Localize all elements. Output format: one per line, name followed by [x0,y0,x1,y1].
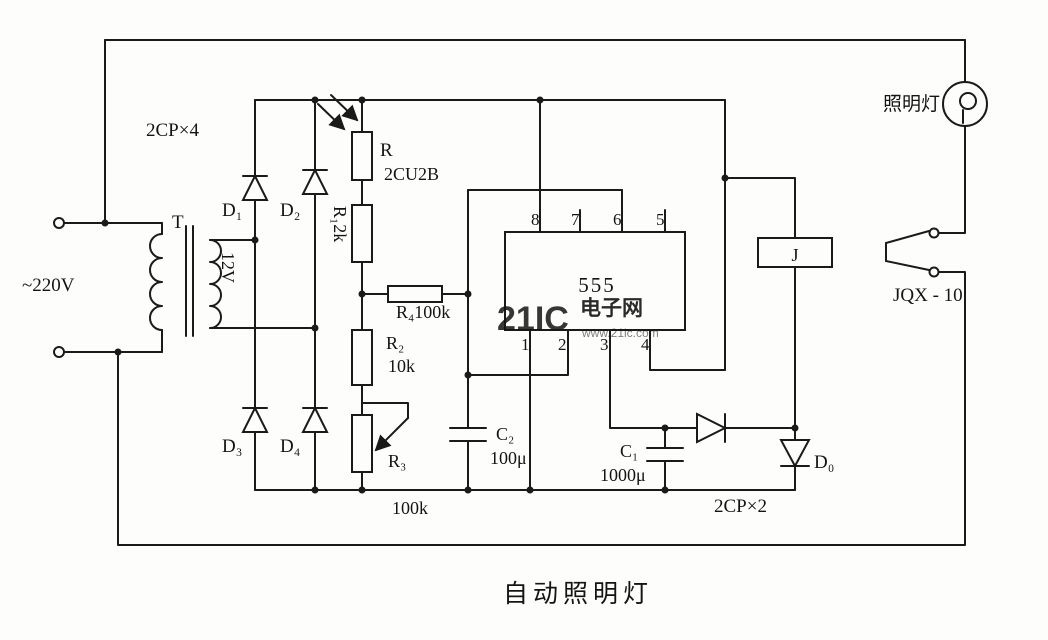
label-pin-1: 1 [521,335,530,354]
label-pin-4: 4 [641,335,650,354]
label-pin-6: 6 [613,210,622,229]
label-lamp: 照明灯 [883,93,940,115]
label-r4: R₄100k [396,302,450,322]
label-output-diodes-group: 2CP×2 [714,496,767,517]
label-r3-value: 100k [392,498,428,518]
label-ac-input: ~220V [22,275,75,296]
capacitor-c1 [646,447,684,462]
label-ic-555: 555 [578,273,616,297]
wiper-arrow [374,417,409,452]
light-arrow [317,103,346,131]
light-arrow [330,94,359,122]
label-pin-2: 2 [558,335,567,354]
filament [959,92,977,110]
label-r3: R₃ [388,451,406,471]
diode-d0 [779,439,811,469]
secondary-coil [209,239,222,329]
capacitor-c2 [449,427,487,442]
diode-d3 [241,405,269,433]
ac-terminal-top [53,217,65,229]
label-c2: C₂ [496,424,514,444]
diode-d2 [301,167,329,195]
potentiometer-r3 [351,414,409,473]
label-rectifier-group: 2CP×4 [146,120,199,141]
label-d1: D₁ [222,200,242,221]
label-c1: C₁ [620,441,638,461]
watermark-brand: 21IC [497,300,569,338]
bridge-column-wires [209,99,316,491]
label-transformer: T [172,212,184,233]
label-d0: D₀ [814,452,834,473]
relay-contacts [885,227,940,278]
junction-dots [101,96,799,494]
ac-terminal-bottom [53,346,65,358]
relay-coil-box [757,237,833,268]
lamp-symbol [942,81,988,127]
resistor-r1 [351,204,373,263]
label-r2-value: 10k [388,356,415,376]
label-pin-5: 5 [656,210,665,229]
label-relay-model: JQX - 10 [893,285,963,306]
label-pin-7: 7 [571,210,580,229]
label-d3: D₃ [222,436,242,457]
contact-terminal [928,227,940,239]
mains-loop-wires [63,39,966,546]
dc-rail-wires [254,99,796,491]
label-secondary-voltage: 12V [218,252,238,283]
timer-wires [467,99,796,491]
label-c1-value: 1000μ [600,465,646,485]
label-c2-value: 100μ [490,448,527,468]
diode-d4 [301,405,329,433]
resistor-r2 [351,329,373,386]
resistor-r4 [387,285,443,303]
label-photoresistor-ref: R [380,140,393,161]
watermark: 21IC 电子网 www.21ic.com [497,297,659,340]
contact-terminal [928,266,940,278]
diode-d1 [241,173,269,201]
label-d4: D₄ [280,436,300,457]
diode-d5 [696,412,728,444]
label-photoresistor-type: 2CU2B [384,164,439,184]
diagram-title: 自动照明灯 [503,580,653,608]
primary-coil [149,233,163,331]
label-pin-3: 3 [600,335,609,354]
label-r1: R₁2k [330,206,350,242]
watermark-sub: www.21ic.com [581,326,659,340]
label-d2: D₂ [280,200,300,221]
watermark-suffix: 电子网 [580,297,643,320]
transformer [149,222,222,353]
label-pin-8: 8 [531,210,540,229]
photoresistor [317,94,373,181]
ic-555-body [504,231,686,331]
label-r2: R₂ [386,333,404,353]
relay-drive-wires [724,177,796,491]
label-relay-coil: J [791,245,798,265]
